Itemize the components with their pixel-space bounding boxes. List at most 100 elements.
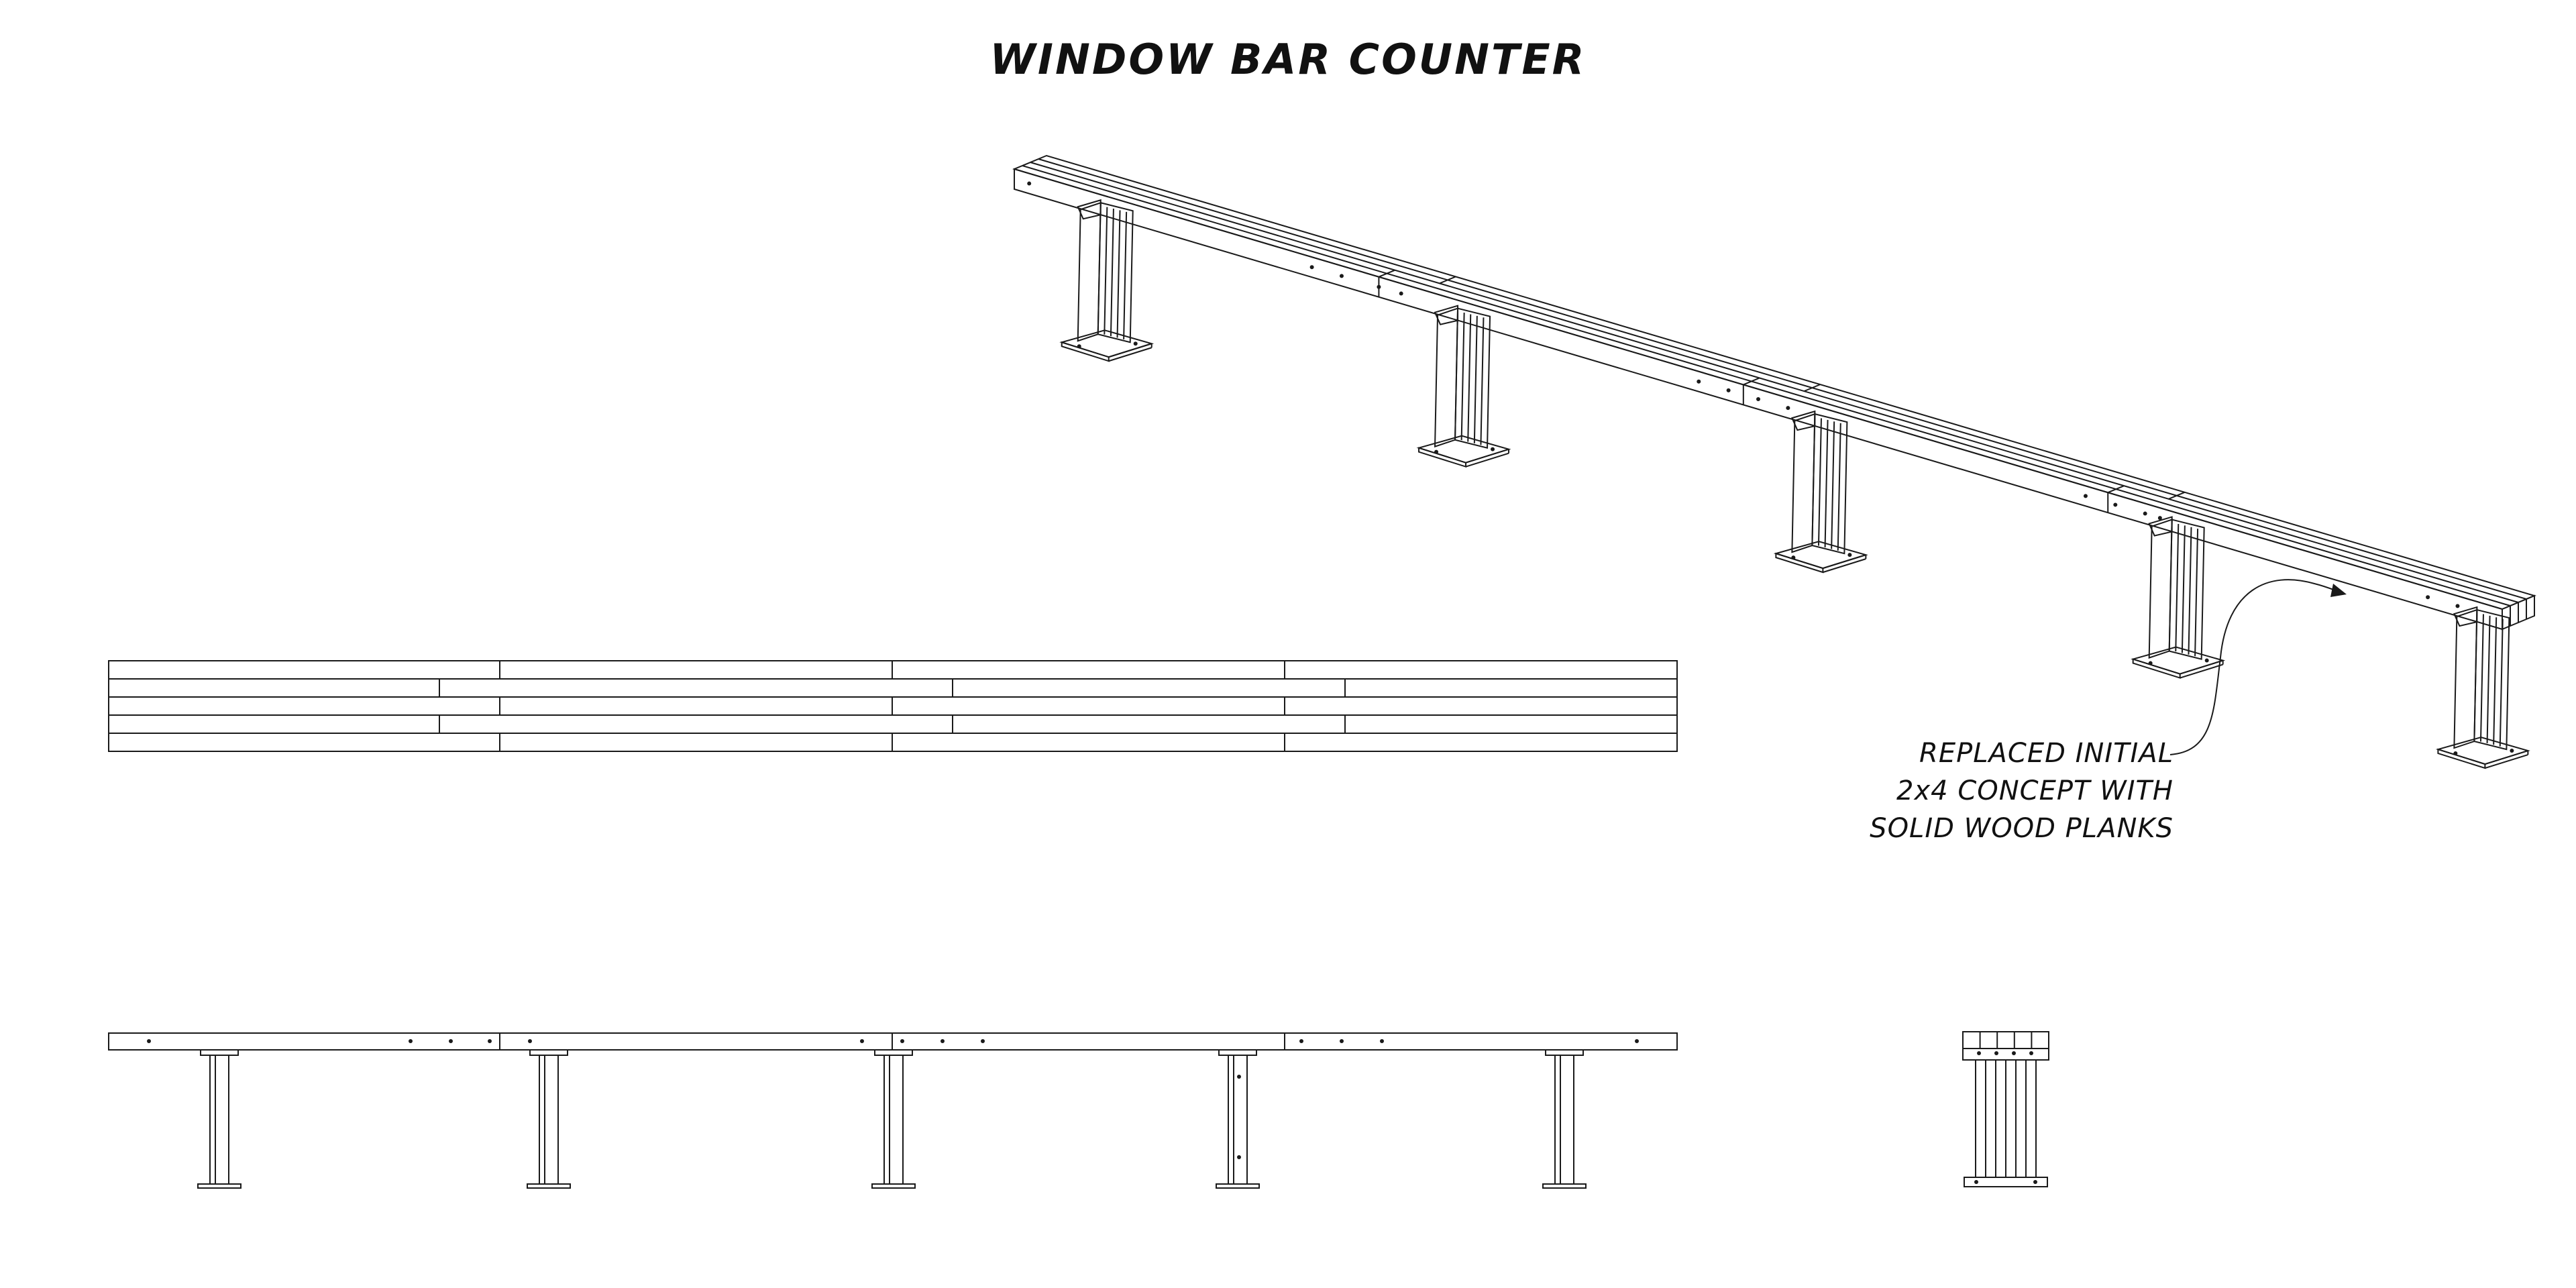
leg-base-plate bbox=[198, 1184, 241, 1188]
leg-base-plate bbox=[1062, 330, 1152, 357]
support-leg bbox=[1776, 411, 1866, 572]
screw-dot bbox=[1077, 344, 1081, 349]
leg-base-plate bbox=[2133, 647, 2223, 674]
screw-dot bbox=[2157, 516, 2162, 521]
slat-line bbox=[1819, 419, 1821, 546]
plank-seam bbox=[1030, 162, 2518, 602]
leg-post bbox=[539, 1055, 558, 1184]
slat-line bbox=[1124, 212, 1126, 339]
screw-dot bbox=[1974, 1180, 1978, 1184]
screw-dot bbox=[409, 1039, 413, 1043]
drawing-title: WINDOW BAR COUNTER bbox=[989, 35, 1587, 84]
slat-line bbox=[1838, 423, 1841, 551]
leg-base-line bbox=[1109, 343, 1152, 357]
screw-dot bbox=[1339, 274, 1344, 278]
screw-dot bbox=[2012, 1051, 2016, 1055]
screw-dot bbox=[2143, 511, 2147, 516]
slat-line bbox=[1825, 420, 1828, 547]
screw-dot bbox=[1635, 1039, 1639, 1043]
support-leg bbox=[2133, 517, 2223, 678]
screw-dot bbox=[1237, 1155, 1241, 1159]
leg-post bbox=[1555, 1055, 1574, 1184]
leg-base-plate bbox=[1419, 436, 1509, 463]
slat-line bbox=[1481, 317, 1483, 445]
screw-dot bbox=[1377, 284, 1381, 289]
leg-bracket bbox=[201, 1050, 238, 1055]
screw-dot bbox=[1434, 449, 1439, 454]
leg-post-front bbox=[1435, 309, 1458, 447]
leg-base-line bbox=[1109, 347, 1152, 361]
leg-base-line bbox=[1823, 559, 1866, 572]
support-leg bbox=[2438, 607, 2528, 768]
counter-top-section bbox=[1963, 1032, 2049, 1060]
screw-dot bbox=[1726, 388, 1731, 392]
leg-post-side bbox=[1098, 203, 1133, 342]
support-leg bbox=[1419, 306, 1509, 467]
screw-dot bbox=[1309, 265, 1314, 270]
slat-line bbox=[2500, 619, 2503, 747]
leg-post-side bbox=[1812, 414, 1847, 553]
screw-dot bbox=[488, 1039, 492, 1043]
support-leg bbox=[872, 1050, 915, 1188]
annotation-line-3: SOLID WOOD PLANKS bbox=[1870, 813, 2174, 844]
support-leg bbox=[1543, 1050, 1586, 1188]
screw-dot bbox=[1491, 447, 1495, 451]
plank-joint bbox=[1379, 270, 1395, 277]
screw-dot bbox=[1977, 1051, 1981, 1055]
front-view bbox=[109, 1033, 1677, 1188]
annotation-arrowhead bbox=[2330, 584, 2347, 597]
leg-base-plate bbox=[1543, 1184, 1586, 1188]
annotation-line-1: REPLACED INITIAL bbox=[1919, 738, 2174, 769]
screw-dot bbox=[2113, 502, 2118, 507]
screw-dot bbox=[1847, 553, 1852, 557]
support-leg bbox=[527, 1050, 570, 1188]
leg-base-line bbox=[2180, 661, 2223, 674]
plank-joint bbox=[1440, 276, 1456, 283]
support-leg bbox=[1062, 200, 1152, 361]
leg-post bbox=[210, 1055, 229, 1184]
screw-dot bbox=[2083, 494, 2088, 498]
screw-dot bbox=[449, 1039, 453, 1043]
slat-line bbox=[2182, 525, 2185, 653]
screw-dot bbox=[1994, 1051, 1998, 1055]
screw-dot bbox=[147, 1039, 151, 1043]
screw-dot bbox=[2148, 661, 2153, 665]
screw-dot bbox=[1697, 379, 1701, 384]
plank-seam bbox=[1022, 166, 2510, 606]
annotation-note: REPLACED INITIAL 2x4 CONCEPT WITH SOLID … bbox=[1758, 735, 2174, 847]
plank-joint bbox=[2108, 486, 2124, 492]
leg-post bbox=[1228, 1055, 1247, 1184]
screw-dot bbox=[1380, 1039, 1384, 1043]
leg-base-plate bbox=[2438, 737, 2528, 764]
slat-line bbox=[1111, 209, 1114, 336]
leg-post bbox=[884, 1055, 903, 1184]
leg-base-plate bbox=[1216, 1184, 1259, 1188]
screw-dot bbox=[941, 1039, 945, 1043]
screw-dot bbox=[1786, 406, 1790, 411]
isometric-view bbox=[1014, 156, 2534, 768]
slat-line bbox=[2195, 529, 2198, 656]
plank-joint bbox=[2169, 492, 2185, 499]
screw-dot bbox=[2033, 1180, 2037, 1184]
slat-line bbox=[1468, 314, 1470, 441]
screw-dot bbox=[2453, 751, 2458, 756]
leg-bracket bbox=[875, 1050, 912, 1055]
slat-line bbox=[2487, 616, 2490, 743]
leg-bracket bbox=[530, 1050, 568, 1055]
leg-base-line bbox=[1466, 449, 1509, 463]
side-view bbox=[1963, 1032, 2049, 1187]
leg-post-side bbox=[2474, 610, 2509, 749]
support-leg bbox=[1216, 1050, 1259, 1188]
leg-base-plate bbox=[872, 1184, 915, 1188]
screw-dot bbox=[1791, 555, 1796, 560]
leg-post-front bbox=[2454, 610, 2477, 748]
slat-line bbox=[1474, 316, 1477, 443]
leg-base-edge bbox=[1062, 342, 1109, 361]
screw-dot bbox=[528, 1039, 532, 1043]
slat-line bbox=[1831, 421, 1834, 549]
leg-base-line bbox=[2485, 751, 2528, 764]
screw-dot bbox=[1340, 1039, 1344, 1043]
leg-base-line bbox=[2180, 665, 2223, 678]
leg-post-front bbox=[2149, 520, 2172, 658]
